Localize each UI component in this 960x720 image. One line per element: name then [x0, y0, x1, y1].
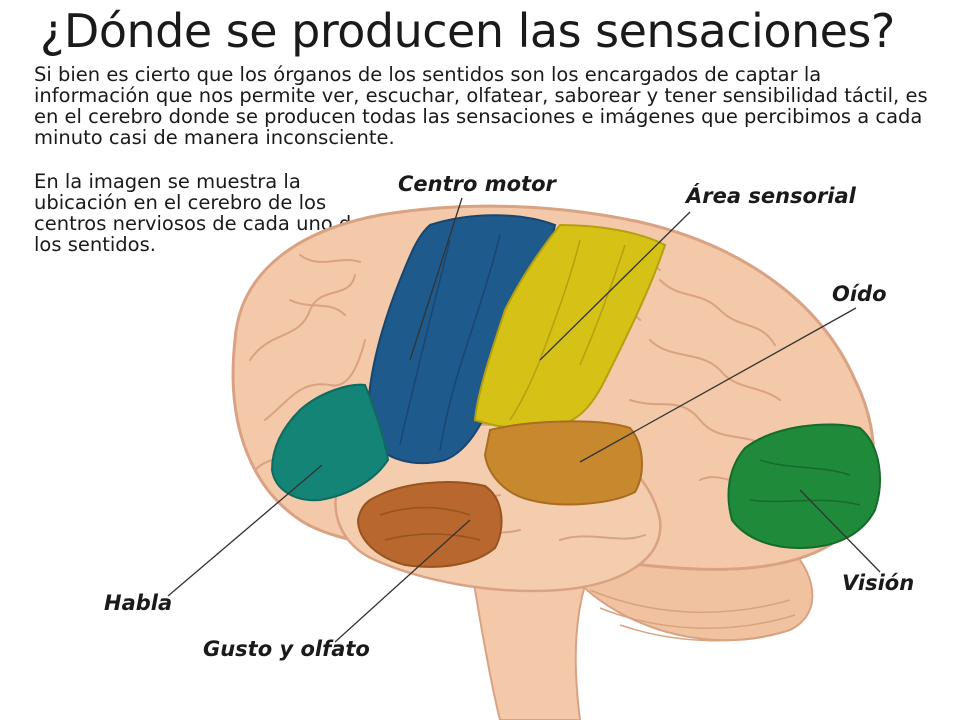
brain-stem [468, 558, 587, 720]
page-title: ¿Dónde se producen las sensaciones? [40, 4, 895, 58]
sensorial-leader-line [539, 211, 691, 361]
label-oido: Oído [832, 282, 887, 306]
habla-leader-line [167, 464, 323, 597]
oido-leader-line [579, 307, 857, 463]
vision-area [727, 423, 881, 550]
habla-area [270, 383, 390, 502]
label-vision: Visión [842, 571, 915, 595]
intro-paragraph: Si bien es cierto que los órganos de los… [34, 63, 928, 149]
gusto-area [356, 481, 503, 568]
caption-paragraph: En la imagen se muestra la ubicación en … [34, 170, 364, 256]
label-centro-motor: Centro motor [398, 172, 556, 196]
gusto-leader-line [334, 519, 471, 643]
motor-area [367, 214, 557, 464]
label-habla: Habla [104, 591, 173, 615]
label-gusto-olfato: Gusto y olfato [203, 637, 370, 661]
motor-leader-line [409, 197, 463, 361]
vision-leader-line [799, 489, 881, 573]
label-area-sensorial: Área sensorial [686, 184, 856, 208]
oido-area [483, 420, 643, 506]
